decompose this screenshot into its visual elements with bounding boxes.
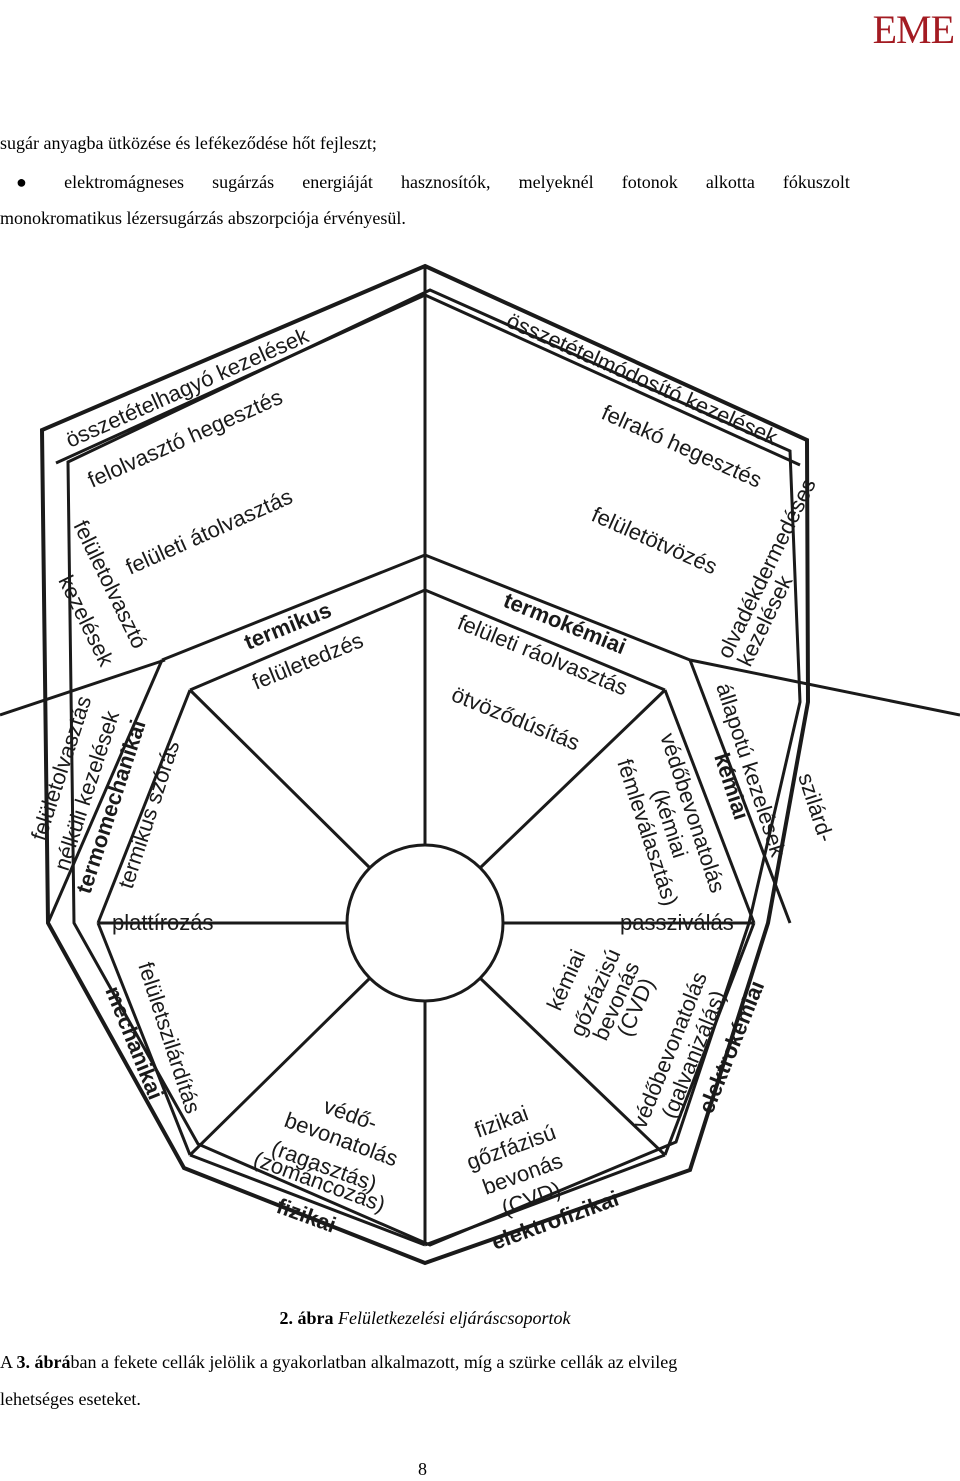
spoke-line	[478, 688, 667, 870]
divider-line	[0, 658, 166, 717]
text-line-3: monokromatikus lézersugárzás abszorpciój…	[0, 208, 406, 228]
process-passzivalas: passziválás	[620, 910, 734, 935]
band-line	[189, 588, 426, 692]
bullet-word: sugárzás	[212, 172, 275, 192]
band-line	[663, 922, 756, 1156]
band-line	[424, 293, 801, 467]
band-line	[688, 659, 792, 924]
divider-line	[689, 658, 960, 717]
surface-treatment-diagram: összetételhagyó kezelések összetételmódo…	[0, 263, 960, 1266]
spoke-line	[478, 976, 667, 1157]
divider-line	[161, 553, 426, 662]
spoke-line	[188, 688, 372, 870]
caption-number: 2. ábra	[279, 1308, 334, 1328]
bullet-word: energiáját	[302, 172, 373, 192]
process-feluletotvozes: felületötvözés	[588, 502, 721, 580]
process-otvozodusitas: ötvöződúsítás	[448, 681, 583, 755]
spoke-line	[188, 976, 372, 1157]
bullet-word: hasznosítók,	[401, 172, 491, 192]
bullet-item: ● elektromágneses sugárzás energiáját ha…	[16, 172, 850, 193]
bullet-icon: ●	[16, 172, 27, 192]
bullet-word: alkotta	[705, 172, 755, 192]
eme-logo: EME	[872, 7, 955, 52]
band-line	[189, 1153, 426, 1247]
band-line	[96, 689, 192, 924]
band-line	[424, 1153, 666, 1247]
caption-title: Felületkezelési eljáráscsoportok	[338, 1308, 571, 1328]
outer-octagon	[39, 263, 811, 1266]
band-line	[55, 293, 426, 465]
page-number: 8	[418, 1459, 427, 1479]
divider-line	[424, 553, 691, 662]
after-line-1-pre: A	[0, 1352, 17, 1372]
label-szilard-1: szilárd-	[793, 770, 839, 845]
after-line-1: A 3. ábrában a fekete cellák jelölik a g…	[0, 1352, 677, 1373]
bullet-word: elektromágneses	[64, 172, 185, 192]
band-line	[96, 922, 192, 1156]
text-line-1: sugár anyagba ütközése és lefékeződése h…	[0, 133, 377, 153]
bullet-word: fotonok	[621, 172, 678, 192]
band-line	[663, 689, 756, 924]
figure-caption: 2. ábra Felületkezelési eljáráscsoportok	[0, 1308, 850, 1329]
center-circle	[345, 843, 505, 1003]
process-plattirozas: plattírozás	[112, 910, 214, 935]
bullet-word: melyeknél	[518, 172, 594, 192]
process-feluleti-atolvasztas: felületi átolvasztás	[122, 484, 296, 580]
band-line	[424, 588, 666, 692]
bullet-word: fókuszolt	[782, 172, 850, 192]
after-line-1-post: ban a fekete cellák jelölik a gyakorlatb…	[70, 1352, 678, 1372]
after-line-2: lehetséges eseteket.	[0, 1389, 141, 1409]
band-line	[46, 659, 164, 924]
after-line-1-bold: 3. ábrá	[16, 1352, 71, 1372]
